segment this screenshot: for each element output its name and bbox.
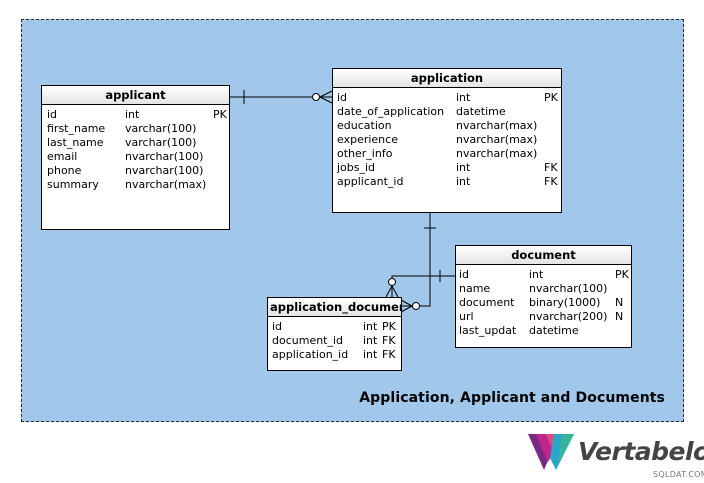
column-name: date_of_application (337, 105, 445, 118)
column-list: id int PK name nvarchar(100) document binary… (456, 265, 631, 338)
column-name: id (337, 91, 348, 104)
column-type: nvarchar(100) (529, 282, 608, 295)
column-key: PK (615, 268, 629, 281)
column-name: summary (47, 178, 99, 191)
column-type: nvarchar(max) (456, 119, 538, 132)
column-key: PK (544, 91, 558, 104)
column-name: document_id (272, 334, 344, 347)
column-name: document (459, 296, 515, 309)
column-type: nvarchar(100) (125, 150, 204, 163)
column-name: application_id (272, 348, 349, 361)
table-column[interactable]: other_info nvarchar(max) (333, 147, 561, 161)
column-type: datetime (529, 324, 579, 337)
column-key: PK (213, 108, 227, 121)
column-name: first_name (47, 122, 106, 135)
column-key: FK (544, 175, 558, 188)
column-name: name (459, 282, 491, 295)
column-type: binary(1000) (529, 296, 601, 309)
table-applicant[interactable]: applicant id int PK first_name varchar(100)… (41, 85, 230, 230)
column-key: N (615, 296, 624, 309)
table-column[interactable]: email nvarchar(100) (42, 150, 229, 164)
column-type: nvarchar(max) (456, 133, 538, 146)
column-type: int (363, 348, 378, 361)
table-column[interactable]: id int PK (456, 268, 631, 282)
column-name: last_updat (459, 324, 517, 337)
column-type: int (456, 161, 471, 174)
column-name: applicant_id (337, 175, 404, 188)
column-type: int (456, 91, 471, 104)
column-type: varchar(100) (125, 136, 197, 149)
column-list: id int PK date_of_application datetime educ… (333, 88, 561, 189)
column-name: id (272, 320, 283, 333)
column-key: FK (544, 161, 558, 174)
column-type: nvarchar(100) (125, 164, 204, 177)
table-column[interactable]: document binary(1000) N (456, 296, 631, 310)
table-column[interactable]: applicant_id int FK (333, 175, 561, 189)
column-name: url (459, 310, 474, 323)
table-title: document (456, 246, 631, 265)
table-column[interactable]: date_of_application datetime (333, 105, 561, 119)
rel-document-appdoc (385, 270, 455, 298)
table-column[interactable]: document_id int FK (268, 334, 401, 348)
table-column[interactable]: application_id int FK (268, 348, 401, 362)
column-type: datetime (456, 105, 506, 118)
column-name: email (47, 150, 78, 163)
column-list: id int PK first_name varchar(100) last_name… (42, 105, 229, 192)
table-title: applicant (42, 86, 229, 105)
table-title: application_documen (268, 298, 401, 317)
table-column[interactable]: experience nvarchar(max) (333, 133, 561, 147)
table-column[interactable]: phone nvarchar(100) (42, 164, 229, 178)
column-name: experience (337, 133, 398, 146)
table-column[interactable]: id int PK (42, 108, 229, 122)
column-type: int (456, 175, 471, 188)
column-key: PK (382, 320, 396, 333)
table-column[interactable]: last_updat datetime (456, 324, 631, 338)
column-type: int (125, 108, 140, 121)
table-column[interactable]: id int PK (333, 91, 561, 105)
column-type: int (363, 334, 378, 347)
table-column[interactable]: url nvarchar(200) N (456, 310, 631, 324)
column-type: nvarchar(200) (529, 310, 608, 323)
column-name: phone (47, 164, 82, 177)
table-column[interactable]: name nvarchar(100) (456, 282, 631, 296)
column-name: id (47, 108, 58, 121)
table-column[interactable]: jobs_id int FK (333, 161, 561, 175)
rel-application-appdoc (400, 213, 436, 313)
column-key: FK (382, 348, 396, 361)
column-key: FK (382, 334, 396, 347)
table-column[interactable]: education nvarchar(max) (333, 119, 561, 133)
column-name: other_info (337, 147, 393, 160)
column-type: nvarchar(max) (125, 178, 207, 191)
column-type: int (529, 268, 544, 281)
column-name: jobs_id (337, 161, 376, 174)
table-title: application (333, 69, 561, 88)
column-name: last_name (47, 136, 104, 149)
table-column[interactable]: id int PK (268, 320, 401, 334)
column-name: id (459, 268, 470, 281)
column-name: education (337, 119, 392, 132)
area-title: Application, Applicant and Documents (359, 390, 665, 406)
table-column[interactable]: first_name varchar(100) (42, 122, 229, 136)
table-document[interactable]: document id int PK name nvarchar(100) docum… (455, 245, 632, 348)
logo-wordmark: Vertabelo (578, 437, 704, 466)
vertabelo-logo-icon (528, 434, 574, 470)
logo-subtext: SQLDAT.COM (653, 470, 704, 479)
table-column[interactable]: last_name varchar(100) (42, 136, 229, 150)
column-type: int (363, 320, 378, 333)
column-key: N (615, 310, 624, 323)
rel-applicant-application (230, 90, 333, 104)
column-type: nvarchar(max) (456, 147, 538, 160)
table-column[interactable]: summary nvarchar(max) (42, 178, 229, 192)
column-type: varchar(100) (125, 122, 197, 135)
